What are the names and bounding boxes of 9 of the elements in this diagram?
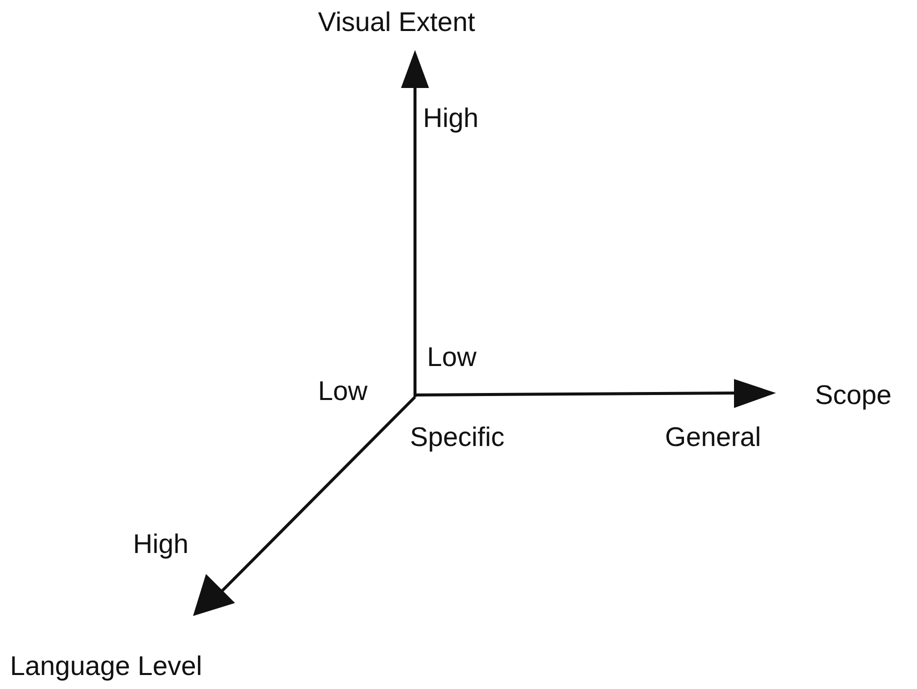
axis-value-label: Specific — [410, 421, 505, 453]
axis-value-label: Low — [427, 341, 477, 373]
axis-value-label: General — [665, 421, 762, 453]
axis-title: Scope — [815, 379, 892, 411]
axis-value-label: High — [133, 528, 189, 560]
axis-value-label: High — [423, 102, 479, 134]
axis-value-label: Low — [318, 375, 368, 407]
axis-title: Language Level — [10, 650, 202, 682]
axis-title: Visual Extent — [318, 6, 476, 38]
